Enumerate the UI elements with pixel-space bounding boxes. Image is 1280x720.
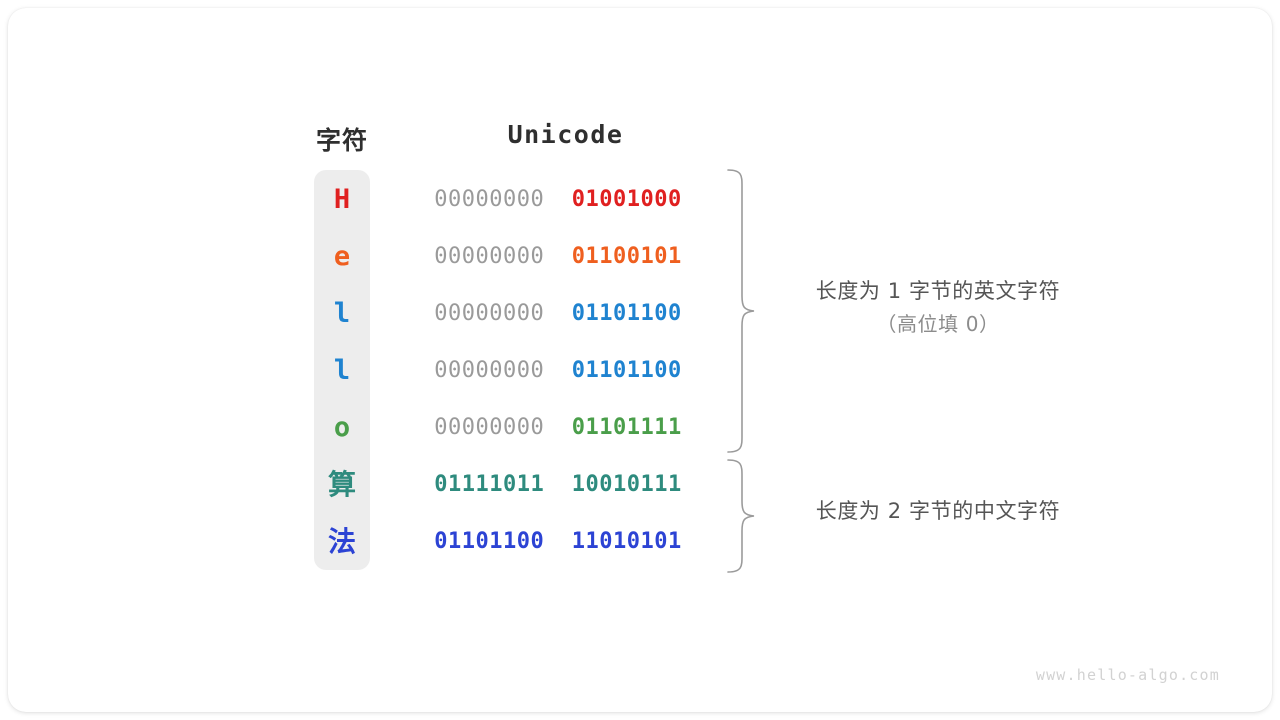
row-character: H [333, 184, 351, 215]
encoding-row: H 00000000 01001000 [314, 171, 734, 228]
row-unicode-bits: 00000000 01100101 [370, 244, 734, 269]
annotation-double-byte-main: 长度为 2 字节的中文字符 [815, 499, 1061, 523]
encoding-row: l 00000000 01101100 [314, 285, 734, 342]
row-unicode-bits: 01101100 11010101 [370, 529, 734, 554]
row-character: l [333, 298, 351, 329]
row-high-byte: 00000000 [434, 415, 545, 440]
row-unicode-bits: 00000000 01101100 [370, 358, 734, 383]
row-character: 算 [327, 467, 356, 501]
row-high-byte: 01111011 [434, 472, 545, 497]
annotation-single-byte-main: 长度为 1 字节的英文字符 [815, 279, 1061, 303]
row-low-byte: 11010101 [571, 529, 682, 554]
encoding-row: 算 01111011 10010111 [314, 456, 734, 513]
row-character: l [333, 355, 351, 386]
annotation-double-byte: 长度为 2 字节的中文字符 [768, 494, 1108, 528]
row-character: o [333, 412, 351, 443]
row-high-byte: 01101100 [434, 529, 545, 554]
row-low-byte: 10010111 [571, 472, 682, 497]
character-column-background [314, 170, 370, 570]
row-low-byte: 01101100 [571, 301, 682, 326]
encoding-row: l 00000000 01101100 [314, 342, 734, 399]
annotation-single-byte: 长度为 1 字节的英文字符 （高位填 0） [768, 274, 1108, 340]
row-high-byte: 00000000 [434, 358, 545, 383]
row-low-byte: 01101100 [571, 358, 682, 383]
row-character: 法 [327, 524, 356, 558]
row-low-byte: 01101111 [571, 415, 682, 440]
row-unicode-bits: 00000000 01101100 [370, 301, 734, 326]
encoding-row: 法 01101100 11010101 [314, 513, 734, 570]
watermark: www.hello-algo.com [1035, 666, 1220, 684]
row-low-byte: 01001000 [571, 187, 682, 212]
row-low-byte: 01100101 [571, 244, 682, 269]
row-unicode-bits: 01111011 10010111 [370, 472, 734, 497]
brace-single-byte [727, 169, 755, 453]
brace-double-byte [727, 459, 755, 573]
row-unicode-bits: 00000000 01001000 [370, 187, 734, 212]
row-character: e [333, 241, 351, 272]
annotation-single-byte-sub: （高位填 0） [876, 312, 1000, 337]
encoding-row: e 00000000 01100101 [314, 228, 734, 285]
figure-card: 字符 Unicode H 00000000 01001000 e 00000000 0… [8, 8, 1272, 712]
column-header-unicode: Unicode [507, 120, 624, 149]
column-header-character: 字符 [315, 127, 368, 155]
row-high-byte: 00000000 [434, 187, 545, 212]
row-unicode-bits: 00000000 01101111 [370, 415, 734, 440]
row-high-byte: 00000000 [434, 301, 545, 326]
row-high-byte: 00000000 [434, 244, 545, 269]
encoding-row: o 00000000 01101111 [314, 399, 734, 456]
